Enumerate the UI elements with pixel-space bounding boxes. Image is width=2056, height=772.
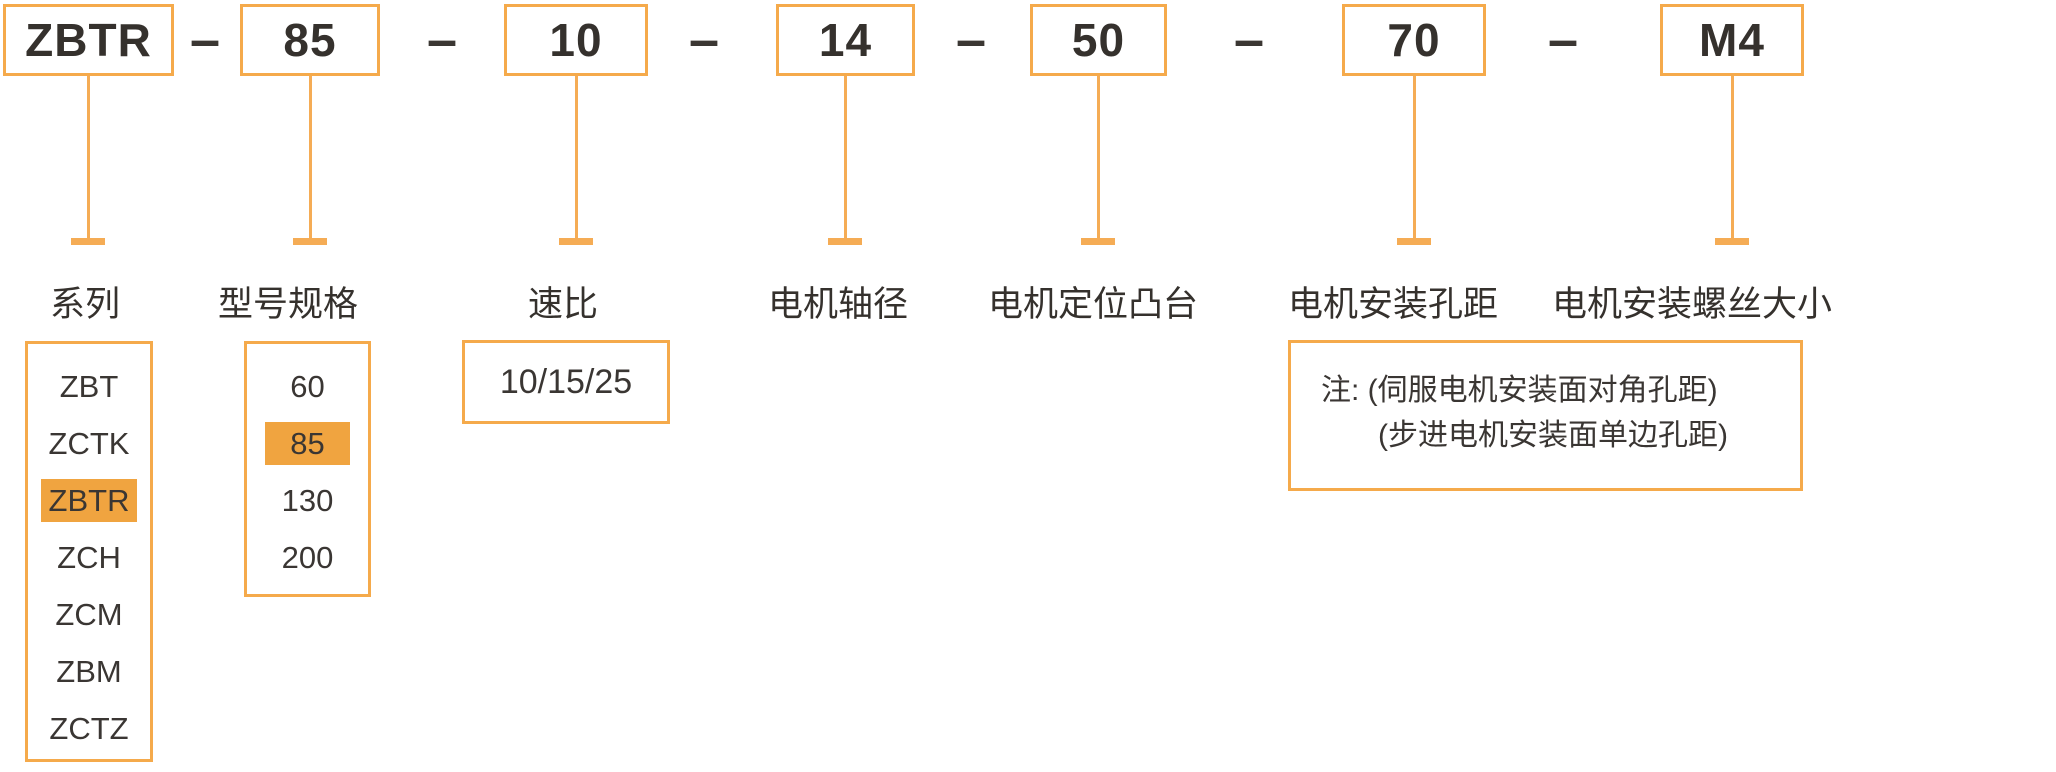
- series-option-label: ZCTZ: [49, 710, 129, 746]
- code-box-hole-pitch: 70: [1342, 4, 1486, 76]
- connector-tick: [293, 238, 327, 245]
- connector-tick: [1397, 238, 1431, 245]
- spec-option: 130: [247, 472, 368, 529]
- segment-label-ratio: 速比: [527, 285, 598, 324]
- series-option: ZCM: [28, 586, 150, 643]
- series-options-box: ZBT ZCTK ZBTR ZCH ZCM ZBM ZCTZ: [25, 341, 153, 762]
- series-option-selected: ZBTR: [28, 472, 150, 529]
- code-separator: –: [1233, 10, 1265, 70]
- code-separator: –: [1547, 10, 1579, 70]
- speed-ratio-box: 10/15/25: [462, 340, 670, 424]
- connector-line: [1097, 76, 1100, 238]
- spec-option-selected: 85: [247, 415, 368, 472]
- code-box-spec: 85: [240, 4, 380, 76]
- connector-line: [87, 76, 90, 238]
- segment-label-spec: 型号规格: [217, 285, 358, 324]
- segment-label-boss: 电机定位凸台: [987, 285, 1198, 324]
- code-box-series: ZBTR: [3, 4, 174, 76]
- series-option-label: ZCM: [55, 596, 123, 632]
- connector-line: [575, 76, 578, 238]
- connector-line: [1413, 76, 1416, 238]
- segment-label-hole-pitch: 电机安装孔距: [1287, 285, 1498, 324]
- connector-tick: [1715, 238, 1749, 245]
- spec-option-label: 200: [281, 539, 334, 575]
- code-box-boss: 50: [1030, 4, 1167, 76]
- note-line: 注: (伺服电机安装面对角孔距): [1321, 374, 1718, 407]
- series-option-label: ZBM: [56, 653, 122, 689]
- series-option: ZBT: [28, 358, 150, 415]
- code-separator: –: [426, 10, 458, 70]
- segment-label-series: 系列: [49, 285, 120, 324]
- code-separator: –: [955, 10, 987, 70]
- code-separator: –: [688, 10, 720, 70]
- series-option: ZCH: [28, 529, 150, 586]
- series-option-label: ZBT: [59, 368, 119, 404]
- connector-line: [1731, 76, 1734, 238]
- series-option: ZCTK: [28, 415, 150, 472]
- series-option-label: ZCH: [57, 539, 121, 575]
- code-box-screw-size: M4: [1660, 4, 1804, 76]
- note-line: (步进电机安装面单边孔距): [1378, 419, 1728, 452]
- connector-tick: [828, 238, 862, 245]
- connector-tick: [1081, 238, 1115, 245]
- segment-label-shaft: 电机轴径: [767, 285, 908, 324]
- connector-tick: [71, 238, 105, 245]
- mounting-note-box: 注: (伺服电机安装面对角孔距) (步进电机安装面单边孔距): [1288, 340, 1803, 491]
- spec-option: 60: [247, 358, 368, 415]
- spec-options-box: 60 85 130 200: [244, 341, 371, 597]
- speed-ratio-value: 10/15/25: [499, 362, 633, 401]
- series-option: ZBM: [28, 643, 150, 700]
- spec-option: 200: [247, 529, 368, 586]
- connector-line: [309, 76, 312, 238]
- series-option: ZCTZ: [28, 700, 150, 757]
- selected-option-highlight: 85: [265, 421, 350, 466]
- selected-option-highlight: ZBTR: [40, 478, 138, 523]
- connector-tick: [559, 238, 593, 245]
- code-box-shaft: 14: [776, 4, 915, 76]
- series-option-label: ZCTK: [48, 425, 130, 461]
- connector-line: [844, 76, 847, 238]
- code-box-ratio: 10: [504, 4, 648, 76]
- spec-option-label: 60: [290, 368, 325, 404]
- spec-option-label: 130: [281, 482, 334, 518]
- segment-label-screw-size: 电机安装螺丝大小: [1551, 285, 1832, 324]
- code-separator: –: [189, 10, 221, 70]
